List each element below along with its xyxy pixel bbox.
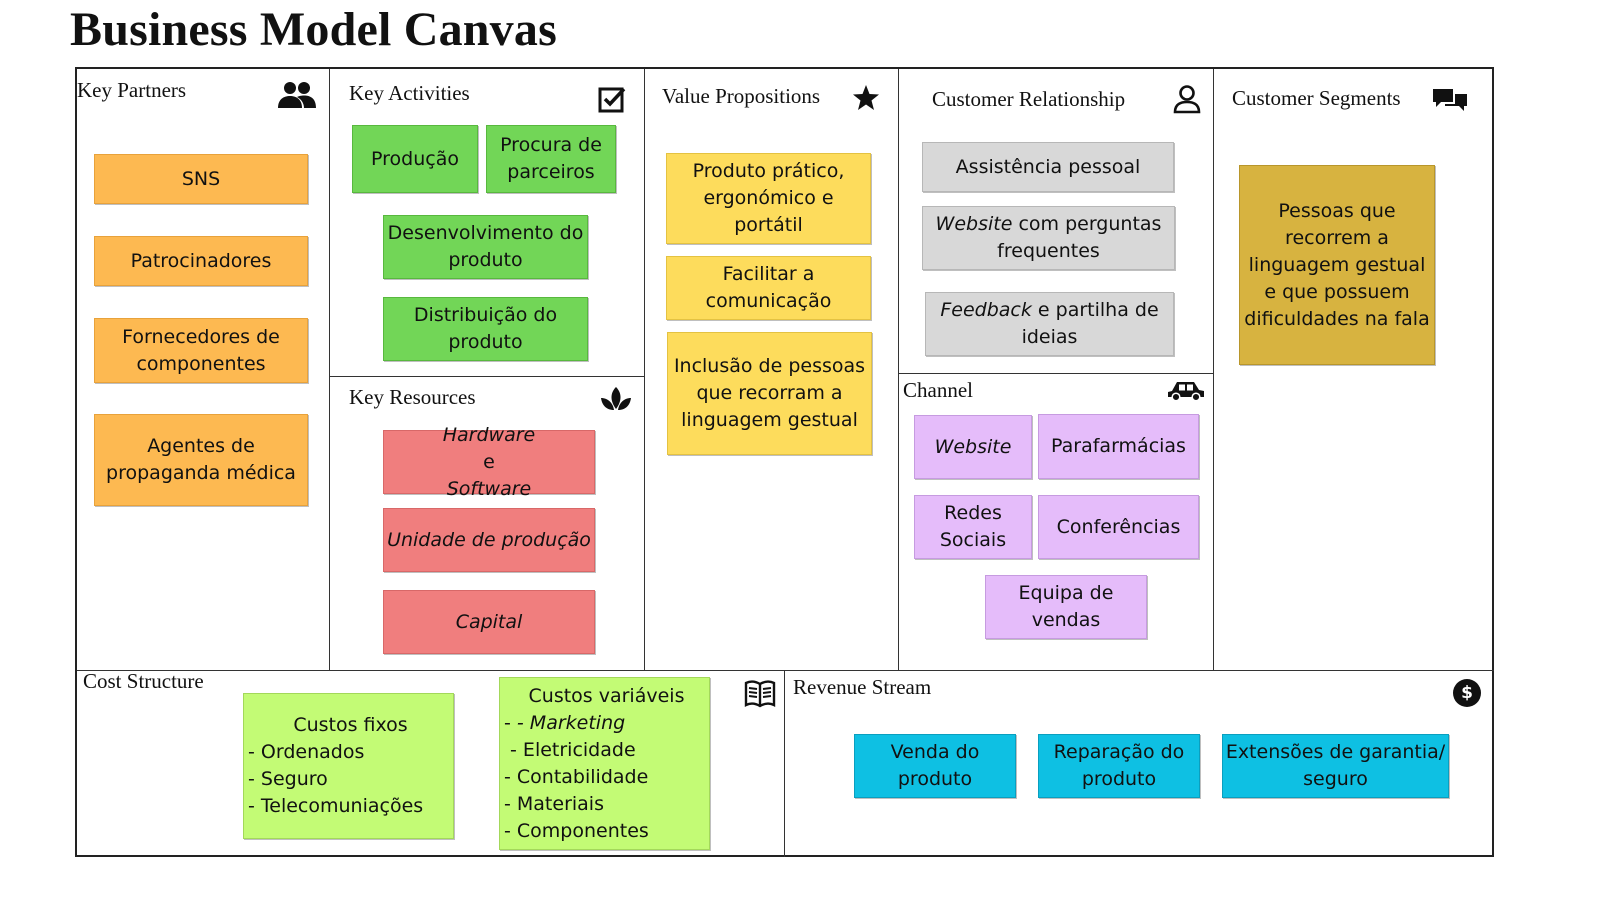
- divider: [898, 373, 1213, 374]
- value-note-inclusao: Inclusão de pessoas que recorram a lingu…: [667, 332, 872, 455]
- cost-structure-title: Cost Structure: [83, 669, 204, 693]
- divider: [784, 670, 785, 857]
- customer-relationship-title: Customer Relationship: [932, 87, 1126, 111]
- dollar-icon: [1453, 679, 1481, 707]
- channel-note-redes: Redes Sociais: [914, 495, 1032, 559]
- channel-note-conferencias: Conferências: [1038, 495, 1199, 559]
- revenue-note-venda: Venda do produto: [854, 734, 1016, 798]
- chat-icon: [1433, 89, 1467, 111]
- star-icon: [853, 85, 879, 110]
- value-note-produto: Produto prático, ergonómico e portátil: [666, 153, 871, 244]
- resource-note-unidade: Unidade de produção: [383, 508, 595, 572]
- divider: [898, 69, 899, 670]
- activity-note-producao: Produção: [352, 125, 478, 193]
- channel-note-parafarmacias: Parafarmácias: [1038, 414, 1199, 479]
- revenue-stream-title: Revenue Stream: [793, 675, 932, 699]
- list-item: - Contabilidade: [504, 765, 649, 788]
- revenue-note-extensoes: Extensões de garantia/ seguro: [1222, 734, 1449, 798]
- list-item: - Seguro: [248, 768, 328, 790]
- customer-segments-title: Customer Segments: [1232, 86, 1401, 110]
- activity-note-procura: Procura de parceiros: [486, 125, 616, 193]
- divider: [1213, 69, 1214, 670]
- relationship-note-assistencia: Assistência pessoal: [922, 142, 1174, 192]
- partner-note-sns: SNS: [94, 154, 308, 204]
- page-title: Business Model Canvas: [70, 3, 557, 56]
- cost-note-variaveis: Custos variáveis - - Marketing - Eletric…: [499, 677, 710, 850]
- person-icon: [1173, 85, 1201, 114]
- relationship-note-feedback: Feedback e partilha de ideias: [925, 292, 1174, 356]
- relationship-note-website: Website com perguntas frequentes: [922, 206, 1175, 270]
- divider: [329, 376, 644, 377]
- divider: [329, 69, 330, 670]
- list-item: - Telecomuniações: [248, 795, 424, 817]
- list-item: - - Marketing: [504, 711, 626, 734]
- list-item: - Materiais: [504, 792, 604, 815]
- book-icon: [744, 680, 776, 708]
- list-item: - Eletricidade: [504, 738, 636, 761]
- resource-note-hardware: Hardware e Software: [383, 424, 595, 500]
- channel-note-website: Website: [914, 415, 1032, 479]
- divider: [644, 69, 645, 670]
- leaf-icon: [601, 387, 631, 410]
- divider: [77, 670, 1494, 671]
- channel-title: Channel: [903, 378, 973, 402]
- dollar-symbol: $: [1461, 683, 1473, 703]
- list-item: - Ordenados: [248, 741, 365, 763]
- value-note-facilitar: Facilitar a comunicação: [666, 256, 871, 320]
- business-model-canvas: [75, 67, 1494, 857]
- list-item: - Componentes: [504, 819, 649, 842]
- people-icon: [278, 82, 316, 108]
- key-activities-title: Key Activities: [349, 81, 470, 105]
- cost-note-fixos: Custos fixos - Ordenados - Seguro - Tele…: [243, 693, 454, 839]
- car-icon: [1168, 382, 1204, 402]
- key-resources-title: Key Resources: [349, 385, 476, 409]
- activity-note-distribuicao: Distribuição do produto: [383, 297, 588, 361]
- checkbox-icon: [598, 87, 626, 113]
- channel-note-equipa: Equipa de vendas: [985, 575, 1147, 639]
- resource-note-capital: Capital: [383, 590, 595, 654]
- partner-note-patrocinadores: Patrocinadores: [94, 236, 308, 286]
- partner-note-fornecedores: Fornecedores de componentes: [94, 318, 308, 383]
- activity-note-desenvolvimento: Desenvolvimento do produto: [383, 215, 588, 279]
- value-propositions-title: Value Propositions: [662, 84, 821, 108]
- key-partners-title: Key Partners: [77, 78, 187, 102]
- partner-note-agentes: Agentes de propaganda médica: [94, 414, 308, 506]
- revenue-note-reparacao: Reparação do produto: [1038, 734, 1200, 798]
- segment-note-pessoas: Pessoas que recorrem a linguagem gestual…: [1239, 165, 1435, 365]
